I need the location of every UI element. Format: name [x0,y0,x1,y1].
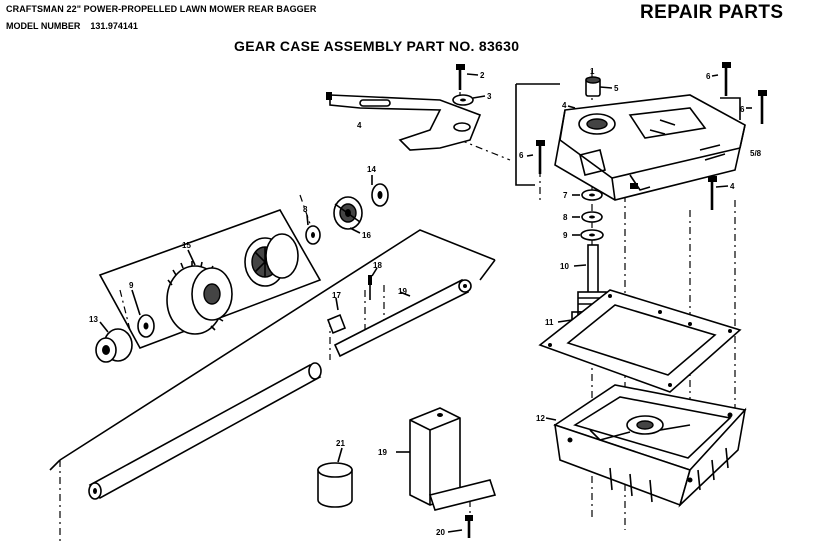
washer-14 [371,183,389,207]
callout-9-left: 9 [129,281,134,290]
model-number-line: MODEL NUMBER 131.974141 [6,21,138,31]
model-number-label: MODEL NUMBER [6,21,81,31]
spur-gear [166,261,233,335]
washer-3 [452,94,474,106]
callout-18: 18 [373,261,382,270]
callout-1: 1 [590,67,595,76]
callout-8-right: 8 [563,213,568,222]
callout-16: 16 [362,231,371,240]
model-number-value: 131.974141 [90,21,138,31]
callout-2: 2 [480,71,485,80]
callout-17: 17 [332,291,341,300]
assembly-title: GEAR CASE ASSEMBLY PART NO. 83630 [234,38,520,54]
callout-9-right: 9 [563,231,568,240]
gear-case-cover [554,94,746,201]
bushing-cap [585,76,601,97]
cover-bracket [515,83,741,186]
callout-5: 5 [614,84,619,93]
screw-6-top [722,62,731,96]
bushing-21 [317,462,353,508]
shaft-group-outline [49,229,496,471]
callout-12: 12 [536,414,545,423]
bearing-16 [333,196,363,230]
callout-21: 21 [336,439,345,448]
callout-6-right: 6 [740,105,745,114]
callout-7: 7 [563,191,568,200]
callout-14: 14 [367,165,376,174]
callout-labels: 1 5 2 3 4 4 6 6 6 4 5/8 7 8 9 10 11 12 1… [89,67,762,537]
gear-case-housing [553,384,747,508]
washer-8-left [305,225,321,245]
axle-19 [333,278,472,358]
pin-18 [368,275,372,300]
screw-20 [465,515,473,538]
screw-6-left [536,140,545,174]
screw-4-right [708,176,717,210]
callout-5-8: 5/8 [750,149,762,158]
callout-8-left: 8 [303,205,308,214]
callout-11: 11 [545,318,554,327]
washer-stack [580,189,604,241]
key-17 [326,313,347,335]
callout-4-right: 4 [730,182,735,191]
drive-hub-13 [95,328,133,363]
callout-3: 3 [487,92,492,101]
clutch-gear-group-outline [98,209,322,349]
callout-19-bracket: 19 [378,448,387,457]
callout-6-left: 6 [519,151,524,160]
gasket [538,289,742,393]
callout-10: 10 [560,262,569,271]
callout-4-cover: 4 [562,101,567,110]
callout-15: 15 [182,241,191,250]
callout-19-axle: 19 [398,287,407,296]
drive-shaft [88,362,322,500]
mounting-bracket [326,92,482,151]
product-line-title: CRAFTSMAN 22" POWER-PROPELLED LAWN MOWER… [6,4,317,14]
washer-9-left [137,314,155,338]
callout-6-top: 6 [706,72,711,81]
leader-lines [99,73,752,533]
callout-20: 20 [436,528,445,537]
lower-bracket [409,407,497,511]
screw-6-right [758,90,767,124]
callout-13: 13 [89,315,98,324]
clutch-hub [244,233,299,287]
screw-2 [456,64,465,90]
page-title: REPAIR PARTS [640,2,784,23]
callout-4-bracket: 4 [357,121,362,130]
